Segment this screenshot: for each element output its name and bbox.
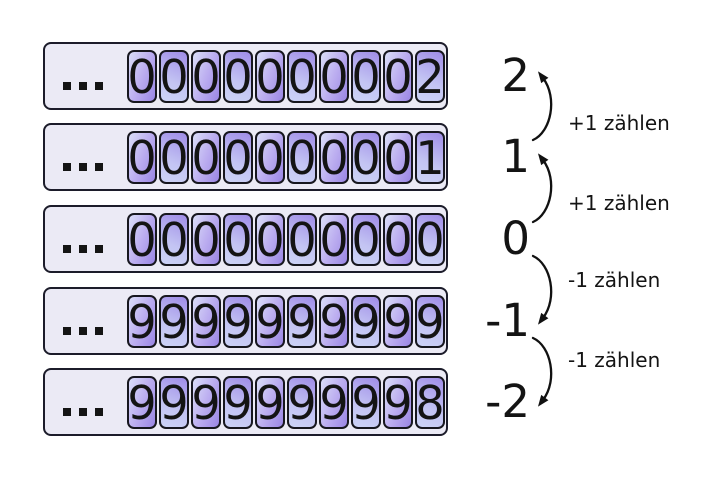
digit-cell: 9 bbox=[127, 295, 157, 348]
digit-cell: 0 bbox=[287, 213, 317, 266]
digit-cell: 0 bbox=[127, 50, 157, 103]
digit-cell: 9 bbox=[351, 376, 381, 429]
ellipsis-dot bbox=[79, 327, 87, 335]
digit-cell: 0 bbox=[383, 213, 413, 266]
value-label: -2 bbox=[485, 375, 530, 428]
digit-cell: 9 bbox=[255, 295, 285, 348]
digit-cell: 9 bbox=[191, 376, 221, 429]
digit-cell: 8 bbox=[415, 376, 445, 429]
ellipsis-dot bbox=[79, 245, 87, 253]
ellipsis-dot bbox=[63, 82, 71, 90]
ellipsis-dot bbox=[63, 327, 71, 335]
digit-cell: 0 bbox=[159, 50, 189, 103]
digit-cell: 0 bbox=[351, 131, 381, 184]
digit-cell: 0 bbox=[319, 50, 349, 103]
digit-cell: 9 bbox=[319, 295, 349, 348]
ellipsis-dot bbox=[63, 163, 71, 171]
digit-cell: 0 bbox=[287, 131, 317, 184]
value-label: 0 bbox=[501, 212, 530, 265]
digit-cell: 0 bbox=[191, 213, 221, 266]
digit-cell: 0 bbox=[223, 50, 253, 103]
value-label: 2 bbox=[501, 49, 530, 102]
ellipsis-dot bbox=[95, 245, 103, 253]
digit-cell: 0 bbox=[255, 213, 285, 266]
digit-cell: 9 bbox=[287, 295, 317, 348]
digit-cell: 0 bbox=[223, 131, 253, 184]
ellipsis-dot bbox=[95, 327, 103, 335]
transition-label: +1 zählen bbox=[568, 191, 670, 215]
ellipsis-dot bbox=[95, 82, 103, 90]
digit-cell: 0 bbox=[223, 213, 253, 266]
count-up-arrow-icon bbox=[529, 150, 563, 226]
digit-cell: 0 bbox=[191, 50, 221, 103]
ellipsis bbox=[63, 245, 103, 253]
digit-cell: 9 bbox=[223, 376, 253, 429]
digit-cell: 0 bbox=[127, 213, 157, 266]
digit-cell: 0 bbox=[351, 50, 381, 103]
ellipsis bbox=[63, 163, 103, 171]
ellipsis-dot bbox=[63, 245, 71, 253]
digit-cell: 0 bbox=[351, 213, 381, 266]
ellipsis-dot bbox=[95, 163, 103, 171]
digit-cell: 9 bbox=[191, 295, 221, 348]
digit-cell: 0 bbox=[319, 131, 349, 184]
value-label: -1 bbox=[485, 294, 530, 347]
ellipsis bbox=[63, 408, 103, 416]
ellipsis-dot bbox=[63, 408, 71, 416]
transition-label: -1 zählen bbox=[568, 268, 661, 292]
transition-label: -1 zählen bbox=[568, 348, 661, 372]
digit-cell: 0 bbox=[255, 50, 285, 103]
digit-cell: 9 bbox=[127, 376, 157, 429]
digit-cell: 9 bbox=[223, 295, 253, 348]
digit-cell: 9 bbox=[319, 376, 349, 429]
count-down-arrow-icon bbox=[529, 334, 563, 410]
count-down-arrow-icon bbox=[529, 252, 563, 328]
digit-cell: 0 bbox=[255, 131, 285, 184]
ellipsis-dot bbox=[79, 163, 87, 171]
digit-cell: 9 bbox=[159, 295, 189, 348]
digit-cell: 0 bbox=[191, 131, 221, 184]
ellipsis-dot bbox=[95, 408, 103, 416]
digit-cell: 0 bbox=[383, 131, 413, 184]
ellipsis bbox=[63, 327, 103, 335]
digit-cell: 9 bbox=[415, 295, 445, 348]
value-label: 1 bbox=[501, 130, 530, 183]
digit-cell: 0 bbox=[159, 131, 189, 184]
digit-cell: 0 bbox=[383, 50, 413, 103]
digit-cell: 9 bbox=[383, 376, 413, 429]
digit-cell: 2 bbox=[415, 50, 445, 103]
transition-label: +1 zählen bbox=[568, 111, 670, 135]
digit-cell: 9 bbox=[255, 376, 285, 429]
ellipsis-dot bbox=[79, 82, 87, 90]
count-up-arrow-icon bbox=[529, 68, 563, 144]
digit-cell: 1 bbox=[415, 131, 445, 184]
ellipsis-dot bbox=[79, 408, 87, 416]
digit-cell: 9 bbox=[159, 376, 189, 429]
digit-cell: 9 bbox=[351, 295, 381, 348]
digit-cell: 0 bbox=[319, 213, 349, 266]
digit-cell: 0 bbox=[127, 131, 157, 184]
digit-cell: 9 bbox=[287, 376, 317, 429]
digit-cell: 0 bbox=[159, 213, 189, 266]
digit-cell: 9 bbox=[383, 295, 413, 348]
ellipsis bbox=[63, 82, 103, 90]
digit-cell: 0 bbox=[415, 213, 445, 266]
digit-cell: 0 bbox=[287, 50, 317, 103]
